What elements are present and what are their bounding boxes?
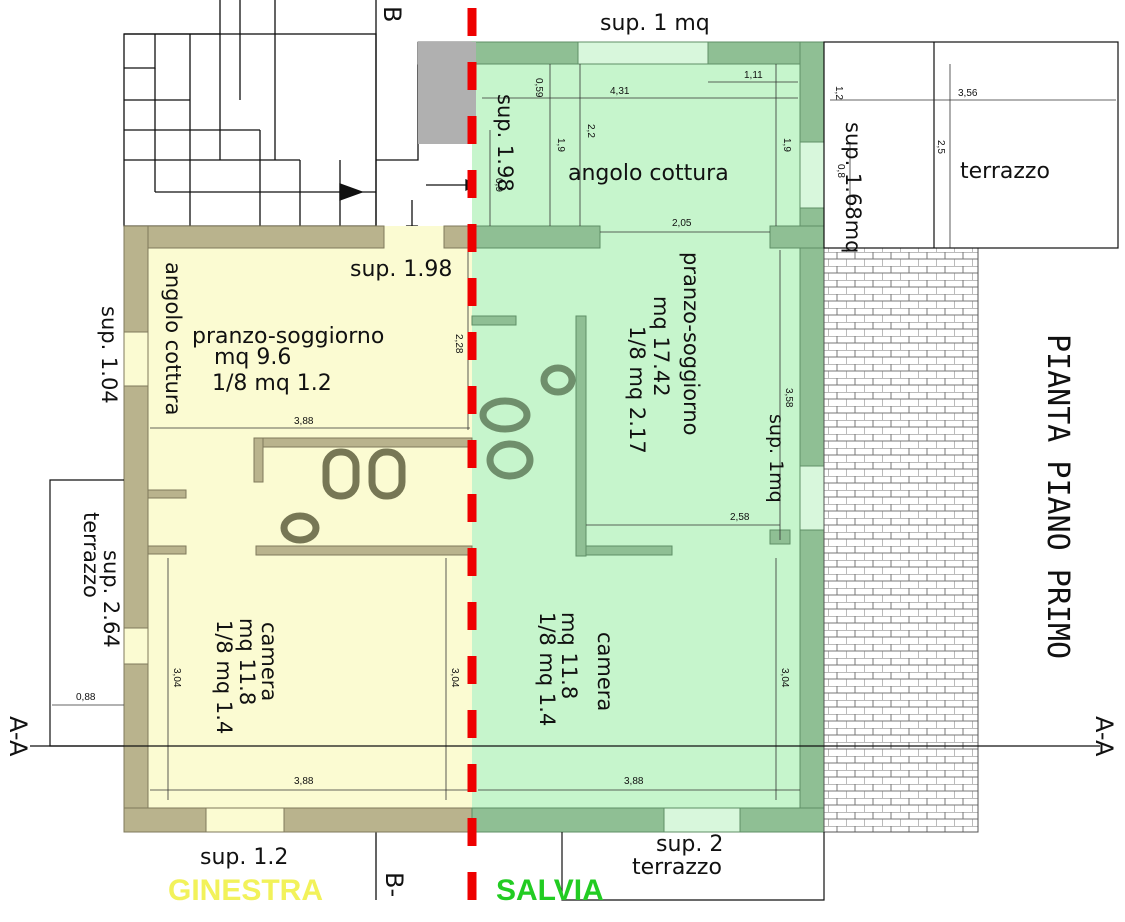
section-b-bottom: B-	[380, 872, 408, 897]
ginestra-terrace-sup: sup. 2.64	[99, 550, 123, 648]
ginestra-living-area: mq 9.6	[214, 345, 291, 370]
dim-304-c: 3,04	[779, 668, 790, 688]
terrace-hatch	[823, 247, 979, 833]
dim-304-b: 3,04	[449, 668, 460, 688]
salvia-bedroom-ratio: 1/8 mq 1.4	[535, 612, 559, 726]
dimension-labels: 3,88 3,88 3,88 2,28 3,04 3,04 3,04 0,88 …	[76, 70, 978, 787]
dim-228: 2,28	[453, 334, 464, 354]
ginestra-openings	[123, 331, 285, 833]
ginestra-owner-name: GINESTRA	[168, 874, 323, 907]
salvia-bedroom-area: mq 11.8	[557, 612, 581, 699]
dim-08: 0,8	[835, 164, 846, 178]
salvia-window-top: sup. 1 mq	[600, 11, 710, 36]
dim-258: 2,58	[730, 512, 750, 523]
dim-22: 2,2	[585, 124, 596, 138]
salvia-window-left: sup. 1.98	[493, 94, 517, 192]
salvia-living-label: pranzo-soggiorno	[679, 252, 703, 436]
ginestra-terrace-label: terrazzo	[79, 512, 103, 598]
dim-356: 3,56	[958, 88, 978, 99]
dim-388-bottom-right: 3,88	[624, 776, 644, 787]
plan-title: PIANTA PIANO PRIMO	[1040, 334, 1075, 659]
salvia-living-area: mq 17.42	[649, 296, 673, 397]
salvia-terrace-bottom-sup: sup. 2	[656, 832, 723, 857]
ginestra-window-bottom: sup. 1.2	[200, 845, 288, 870]
ginestra-living-ratio: 1/8 mq 1.2	[212, 371, 332, 396]
ginestra-kitchen-label: angolo cottura	[161, 262, 185, 415]
salvia-fill	[472, 42, 824, 832]
salvia-terrace-label: terrazzo	[960, 159, 1050, 184]
ginestra-living-label: pranzo-soggiorno	[192, 324, 384, 349]
ginestra-bedroom-ratio: 1/8 mq 1.4	[212, 620, 236, 734]
salvia-window-right: sup. 1.68mq	[841, 122, 865, 253]
dim-304-a: 3,04	[171, 668, 182, 688]
dim-059: 0,59	[533, 78, 544, 98]
dim-388-top: 3,88	[294, 416, 314, 427]
dim-111: 1,11	[744, 70, 763, 81]
ginestra-window-left: sup. 1.04	[97, 306, 121, 404]
dim-19-b: 1,9	[781, 138, 792, 152]
dim-25: 2,5	[935, 140, 946, 154]
ginestra-bedroom-area: mq 11.8	[235, 618, 259, 705]
dim-09: 0,9	[493, 178, 504, 192]
ginestra-window-top: sup. 1.98	[350, 257, 452, 282]
dim-088: 0,88	[76, 692, 96, 703]
salvia-bedroom-label: camera	[593, 632, 617, 711]
section-a-left: A-A	[4, 716, 32, 757]
dim-431: 4,31	[610, 86, 630, 97]
bathroom-fixtures	[280, 364, 576, 544]
section-b-top: B	[378, 6, 406, 22]
section-a-right: A-A	[1090, 716, 1118, 757]
salvia-openings	[577, 41, 825, 833]
grey-column	[418, 42, 476, 144]
salvia-terrace-bottom-label: terrazzo	[632, 855, 722, 880]
ginestra-walls	[123, 225, 473, 833]
salvia-living-ratio: 1/8 mq 2.17	[625, 326, 649, 454]
dim-388-bottom-left: 3,88	[294, 776, 314, 787]
ginestra-fill	[124, 226, 472, 832]
salvia-owner-name: SALVIA	[496, 874, 604, 907]
salvia-kitchen-label: angolo cottura	[568, 161, 729, 186]
dim-12: 1,2	[833, 86, 844, 100]
dim-205: 2,05	[672, 218, 692, 229]
salvia-window-living: sup. 1mq	[765, 414, 787, 503]
dim-19-a: 1,9	[555, 138, 566, 152]
ginestra-bedroom-label: camera	[257, 622, 281, 701]
dim-358: 3,58	[783, 388, 794, 408]
